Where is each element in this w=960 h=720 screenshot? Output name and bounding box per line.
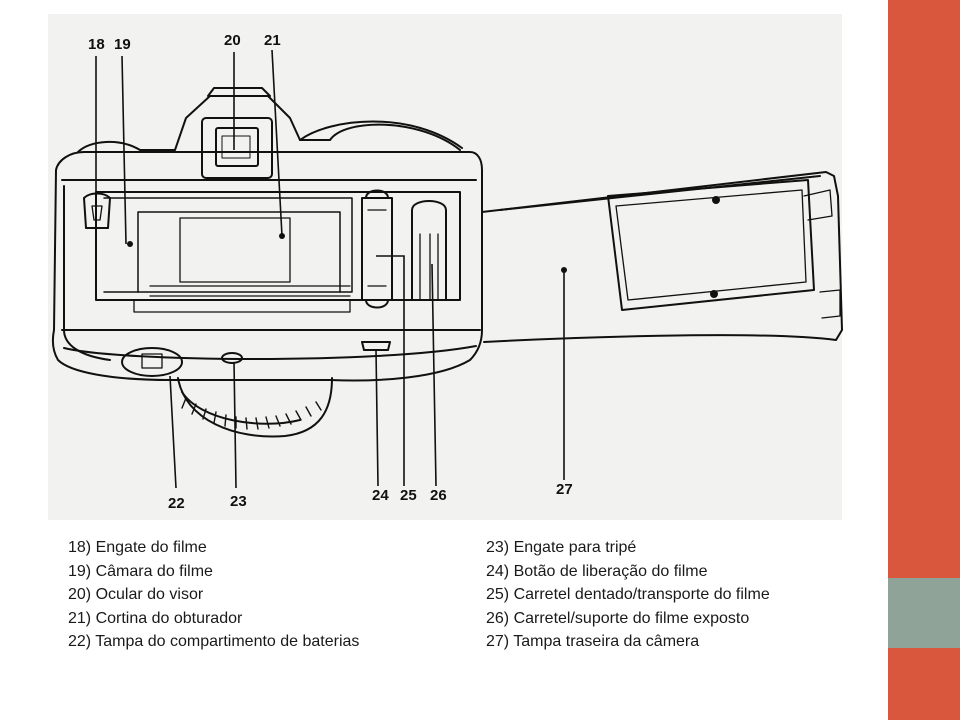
film-hook — [83, 192, 111, 229]
pressure-plate — [607, 179, 815, 311]
accent-bar-top — [888, 0, 960, 578]
callout-26: 26 — [430, 487, 447, 504]
callout-18: 18 — [88, 36, 105, 53]
sprocket-spool — [361, 197, 393, 301]
callout-21: 21 — [264, 32, 281, 49]
battery-cover — [121, 347, 183, 377]
legend-item-26: 26) Carretel/suporte do filme exposto — [486, 609, 750, 627]
legend-item-18: 18) Engate do filme — [68, 539, 207, 556]
camera-back-diagram: 18 19 20 21 22 23 24 25 26 27 — [51, 32, 843, 512]
tripod-socket — [221, 352, 243, 364]
callout-19: 19 — [114, 36, 131, 53]
callout-27: 27 — [556, 481, 573, 498]
legend-item-21: 21) Cortina do obturador — [68, 609, 243, 627]
callout-25: 25 — [400, 487, 417, 504]
accent-bar-bottom — [888, 648, 960, 720]
callout-20: 20 — [224, 32, 241, 49]
legend-item-19: 19) Câmara do filme — [68, 562, 213, 580]
camera-body — [51, 151, 483, 382]
back-door — [481, 171, 843, 343]
film-chamber — [95, 191, 461, 301]
legend-item-24: 24) Botão de liberação do filme — [486, 562, 708, 580]
lens-barrel — [177, 377, 333, 438]
legend-item-25: 25) Carretel dentado/transporte do filme — [486, 586, 770, 603]
eyepiece — [201, 117, 273, 179]
legend-item-23: 23) Engate para tripé — [486, 539, 637, 556]
callout-24: 24 — [372, 487, 389, 504]
legend-item-27: 27) Tampa traseira da câmera — [486, 633, 700, 650]
take-up-spool — [411, 200, 447, 301]
legend-item-22: 22) Tampa do compartimento de baterias — [68, 633, 360, 650]
callout-22: 22 — [168, 495, 185, 512]
callout-23: 23 — [230, 493, 247, 510]
accent-bar-middle — [888, 578, 960, 648]
legend-left-column: 18) Engate do filme 19) Câmara do filme … — [68, 536, 359, 654]
film-release-button — [361, 341, 391, 351]
legend-right-column: 23) Engate para tripé 24) Botão de liber… — [486, 536, 770, 654]
viewfinder-housing — [77, 95, 461, 153]
legend-item-20: 20) Ocular do visor — [68, 586, 204, 603]
